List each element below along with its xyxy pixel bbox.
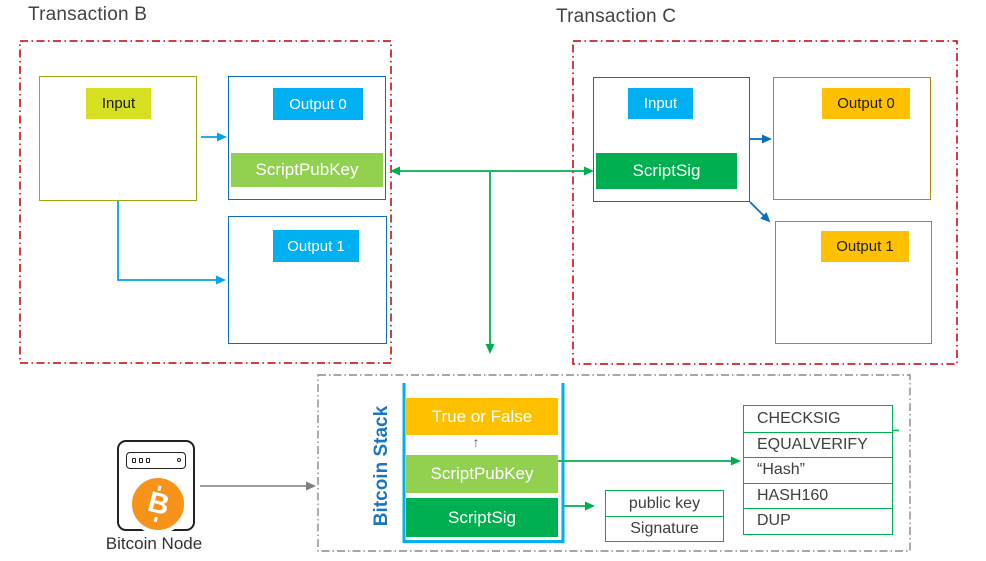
opcode-row: DUP xyxy=(744,508,892,534)
stack-item-scriptpubkey: ScriptPubKey xyxy=(406,455,558,493)
server-led-icon xyxy=(146,457,150,463)
opcode-row: EQUALVERIFY xyxy=(744,431,892,458)
opcode-table: CHECKSIG EQUALVERIFY “Hash” HASH160 DUP xyxy=(743,405,893,535)
opcode-row: CHECKSIG xyxy=(757,409,841,427)
txc-scriptsig-bar: ScriptSig xyxy=(596,153,737,189)
up-arrow-icon: ↑ xyxy=(472,434,480,450)
txb-output0-chip: Output 0 xyxy=(273,88,363,120)
txc-input-chip: Input xyxy=(628,88,693,119)
transaction-b-title: Transaction B xyxy=(28,4,148,25)
txc-output1-chip: Output 1 xyxy=(821,231,909,262)
transaction-c-title: Transaction C xyxy=(556,6,677,27)
keys-row: public key xyxy=(628,494,701,512)
bitcoin-stack-axis-label: Bitcoin Stack xyxy=(371,405,392,527)
arrow-txb-input-to-output1 xyxy=(117,201,226,285)
server-led-icon xyxy=(139,457,143,463)
txc-output0-chip: Output 0 xyxy=(822,88,910,119)
stack-item-scriptsig: ScriptSig xyxy=(406,498,558,537)
txb-scriptpubkey-bar: ScriptPubKey xyxy=(231,153,383,187)
bitcoin-node-label: Bitcoin Node xyxy=(105,534,203,553)
server-power-dot-icon xyxy=(177,458,181,462)
server-topbar xyxy=(126,452,186,469)
keys-row: Signature xyxy=(606,516,723,541)
arrow-txc-input-to-output1 xyxy=(749,201,771,223)
keys-table: public key Signature xyxy=(605,490,724,542)
bitcoin-b-glyph: B xyxy=(144,485,173,522)
opcode-row: “Hash” xyxy=(744,457,892,483)
opcode-row: HASH160 xyxy=(744,482,892,509)
server-led-icon xyxy=(132,457,136,463)
txb-output1-chip: Output 1 xyxy=(273,230,359,262)
stack-item-true-or-false: True or False xyxy=(406,398,558,435)
bitcoin-logo-icon: B xyxy=(132,478,184,530)
txb-input-chip: Input xyxy=(86,88,151,119)
